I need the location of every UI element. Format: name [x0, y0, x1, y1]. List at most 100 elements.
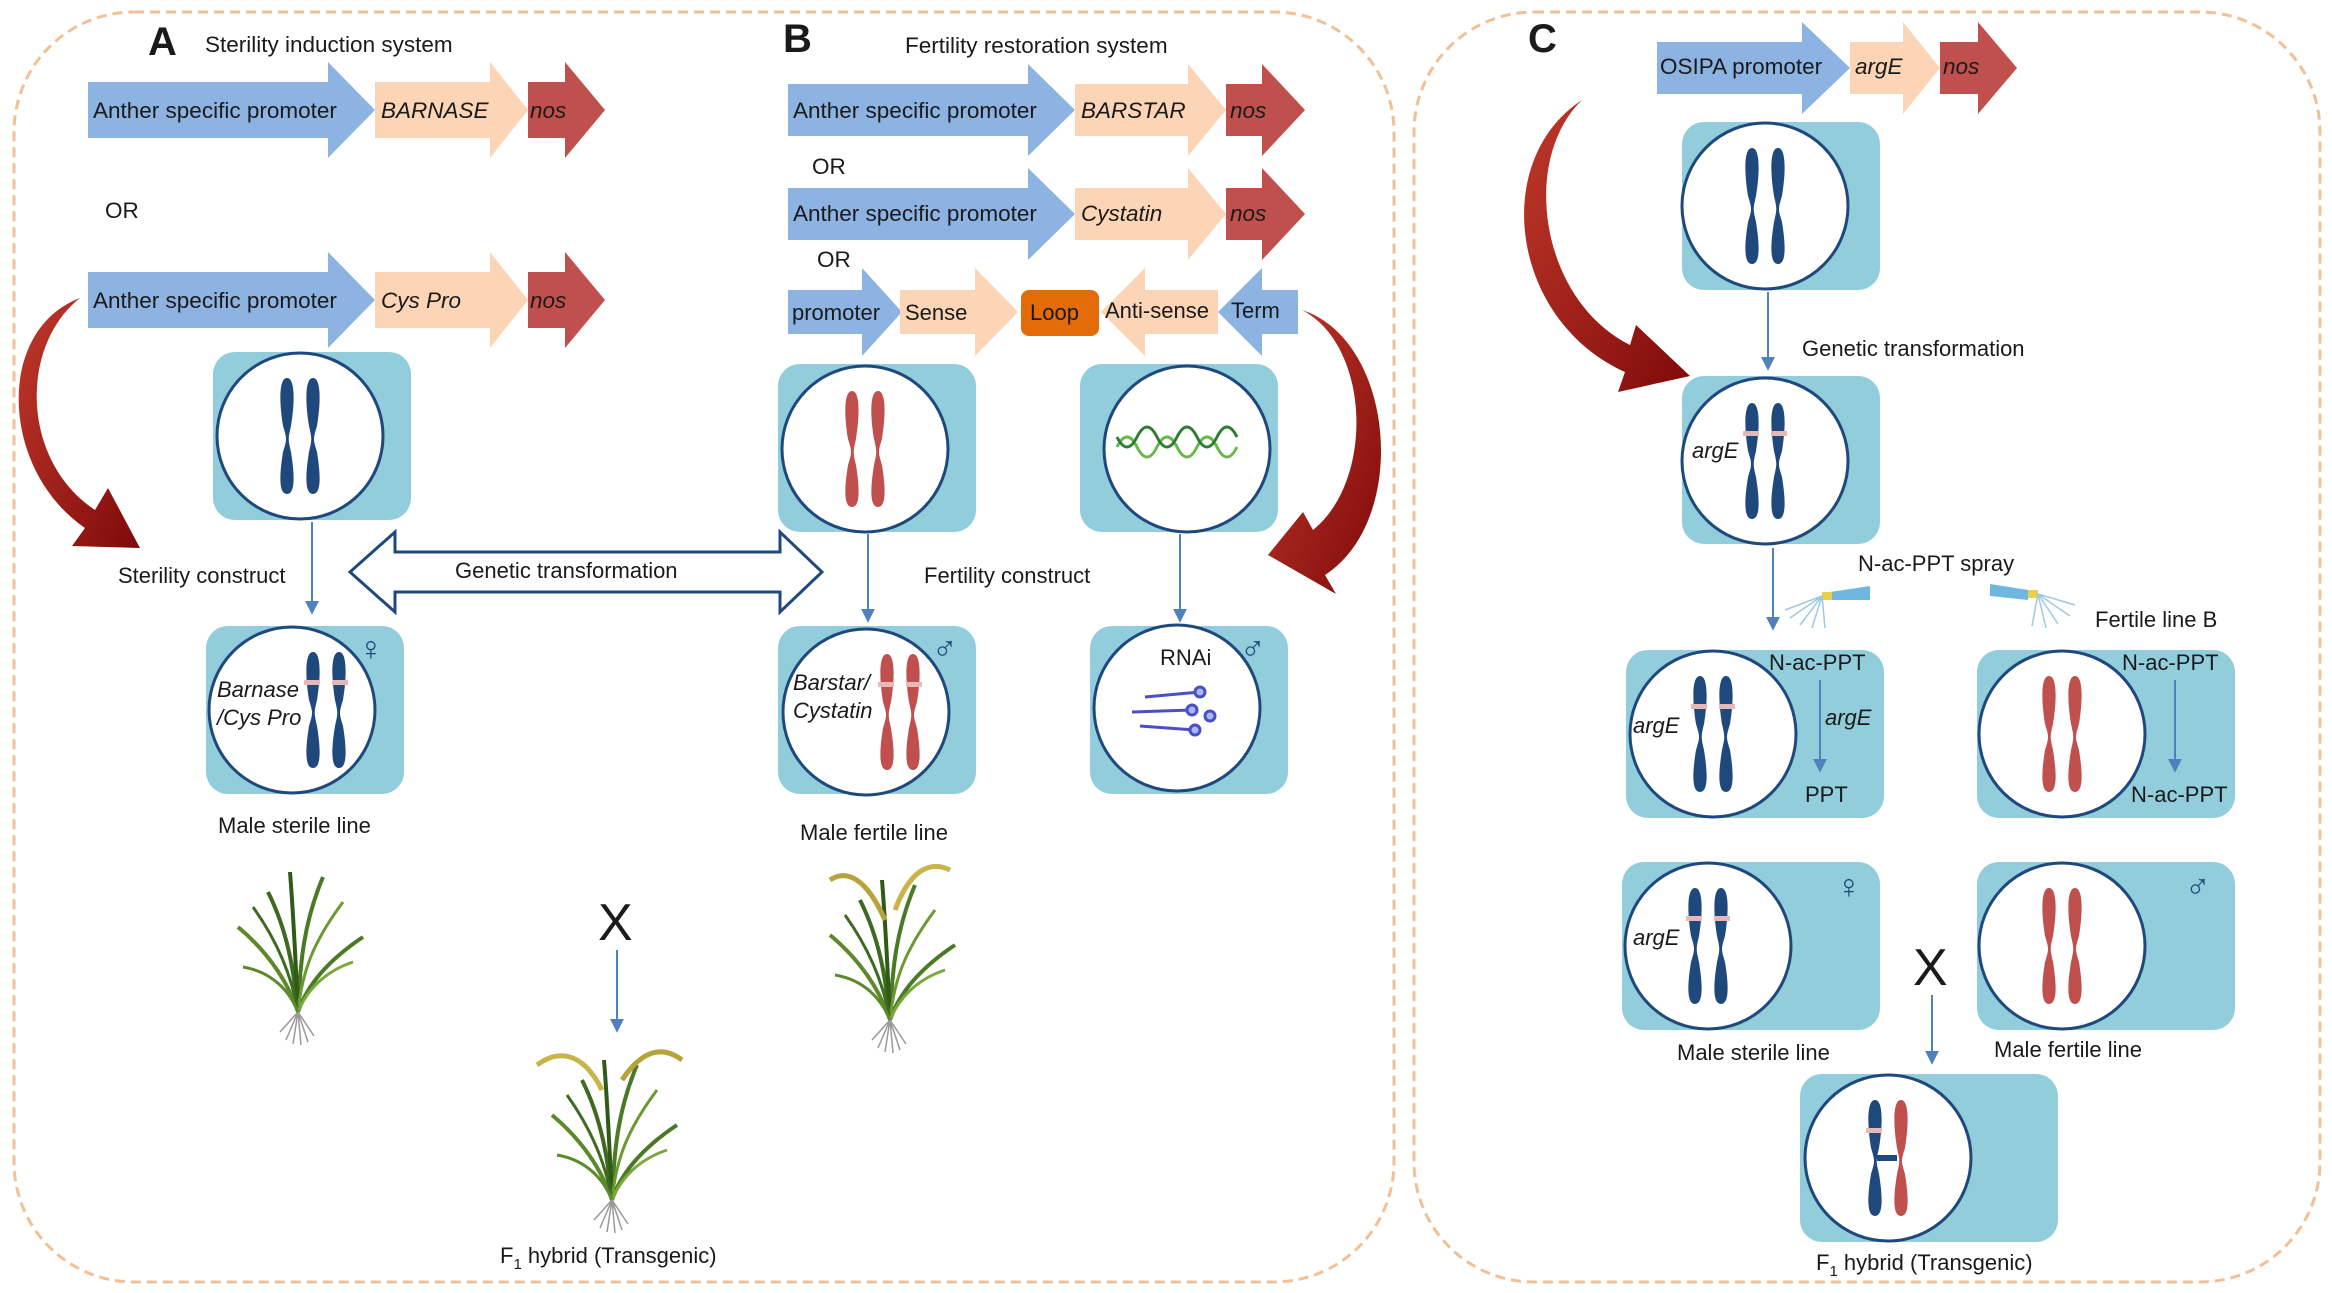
- terminator-label: nos: [1230, 98, 1266, 123]
- f1-hybrid-label: F1 hybrid (Transgenic): [500, 1243, 717, 1273]
- gene-arrow: [375, 62, 528, 158]
- gene-arrow: [1075, 168, 1226, 260]
- terminator-arrow: [1226, 168, 1305, 260]
- gene-label: argE: [1633, 713, 1680, 738]
- gene-label: Cys Pro: [381, 288, 461, 313]
- male-sterile-line-label: Male sterile line: [218, 813, 371, 838]
- nucleus: [1977, 649, 2147, 819]
- sterility-construct-label: Sterility construct: [118, 563, 286, 588]
- sirna-icon: [1131, 685, 1217, 737]
- panel-a-letter: A: [148, 20, 177, 64]
- sprayer-icon: [1990, 584, 2076, 629]
- male-sterile-line-label: Male sterile line: [1677, 1040, 1830, 1065]
- loop-label: Loop: [1030, 300, 1079, 325]
- genetic-transformation-label: Genetic transformation: [1802, 336, 2025, 361]
- promoter-label: Anther specific promoter: [93, 288, 337, 313]
- panel-b-title: Fertility restoration system: [905, 33, 1168, 58]
- term-label: Term: [1231, 298, 1280, 323]
- construct-a1: Anther specific promoter BARNASE nos: [88, 62, 605, 158]
- promoter-label: promoter: [792, 300, 880, 325]
- gene-arrow: [1850, 22, 1940, 114]
- promoter-arrow: [88, 252, 375, 348]
- promoter-label: Anther specific promoter: [93, 98, 337, 123]
- sense-label: Sense: [905, 300, 967, 325]
- nucleus: [215, 351, 385, 521]
- genetic-transformation-label: Genetic transformation: [455, 558, 678, 583]
- female-symbol: ♀: [1836, 868, 1862, 906]
- transgene-label: Barstar/: [793, 670, 872, 695]
- nucleus: [1680, 376, 1850, 546]
- male-symbol: ♂: [932, 630, 958, 668]
- promoter-arrow: [788, 64, 1075, 156]
- nucleus: [1628, 649, 1798, 819]
- sprayer-icon: [1784, 586, 1870, 629]
- promoter-arrow: [788, 268, 902, 356]
- promoter-label: OSIPA promoter: [1660, 54, 1823, 79]
- nucleus: [1680, 121, 1850, 291]
- curved-arrow-b: [1268, 310, 1382, 594]
- curved-arrow-c: [1524, 100, 1690, 392]
- fertility-construct-label: Fertility construct: [924, 563, 1090, 588]
- gene-label: BARNASE: [381, 98, 490, 123]
- promoter-arrow: [788, 168, 1075, 260]
- fertile-line-b-label: Fertile line B: [2095, 607, 2217, 632]
- antisense-arrow: [1101, 268, 1218, 356]
- female-symbol: ♀: [358, 630, 384, 668]
- loop-box: [1021, 290, 1099, 336]
- panel-c-letter: C: [1528, 17, 1557, 61]
- rice-plant-icon: [828, 863, 957, 1054]
- male-fertile-line-label: Male fertile line: [800, 820, 948, 845]
- construct-b1: Anther specific promoter BARSTAR nos: [788, 64, 1305, 156]
- rnai-label: RNAi: [1160, 645, 1211, 670]
- hybrid-chromosome: [1866, 1100, 1908, 1216]
- panel-a-title: Sterility induction system: [205, 32, 453, 57]
- product-label: PPT: [1805, 782, 1848, 807]
- terminator-arrow: [1226, 64, 1305, 156]
- gene-label: BARSTAR: [1081, 98, 1186, 123]
- construct-b2: Anther specific promoter Cystatin nos: [788, 168, 1305, 260]
- gene-arrow: [375, 252, 528, 348]
- construct-c: OSIPA promoter argE nos: [1657, 22, 2017, 114]
- terminator-arrow: [528, 62, 605, 158]
- promoter-label: Anther specific promoter: [793, 98, 1037, 123]
- promoter-arrow: [1657, 22, 1850, 114]
- term-arrow: [1218, 268, 1298, 356]
- male-fertile-line-label: Male fertile line: [1994, 1037, 2142, 1062]
- gene-label: argE: [1855, 54, 1904, 79]
- enzyme-label: argE: [1825, 705, 1872, 730]
- substrate-label: N-ac-PPT: [2122, 650, 2219, 675]
- sense-arrow: [900, 268, 1018, 356]
- nucleus: [1977, 861, 2147, 1031]
- or-label: OR: [817, 247, 851, 272]
- substrate-label: N-ac-PPT: [1769, 650, 1866, 675]
- terminator-label: nos: [1943, 54, 1979, 79]
- construct-a2: Anther specific promoter Cys Pro nos: [88, 252, 605, 348]
- cross-symbol: X: [598, 894, 633, 952]
- product-label: N-ac-PPT: [2131, 782, 2228, 807]
- transgene-label: Barnase: [217, 677, 299, 702]
- panel-c-border: [1412, 10, 2322, 1284]
- rnai-construct: promoter Sense Loop Anti-sense Term: [788, 268, 1298, 356]
- transgene-label: /Cys Pro: [215, 705, 301, 730]
- nucleus: [1102, 364, 1272, 534]
- male-symbol: ♂: [1240, 630, 1266, 668]
- promoter-label: Anther specific promoter: [793, 201, 1037, 226]
- f1-hybrid-label: F1 hybrid (Transgenic): [1816, 1250, 2033, 1280]
- nucleus: [1623, 861, 1793, 1031]
- gene-label: argE: [1692, 438, 1739, 463]
- cross-symbol: X: [1913, 939, 1948, 997]
- panel-b-letter: B: [783, 17, 812, 61]
- rice-plant-icon: [236, 870, 365, 1046]
- gene-label: Cystatin: [1081, 201, 1162, 226]
- rice-plant-icon: [535, 1049, 684, 1234]
- transgene-label: Cystatin: [793, 698, 872, 723]
- gene-label: argE: [1633, 925, 1680, 950]
- nucleus: [1092, 623, 1262, 793]
- spray-label: N-ac-PPT spray: [1858, 551, 2014, 576]
- promoter-arrow: [88, 62, 375, 158]
- terminator-arrow: [528, 252, 605, 348]
- male-symbol: ♂: [2185, 868, 2211, 906]
- terminator-label: nos: [530, 98, 566, 123]
- curved-arrow-a: [18, 298, 140, 548]
